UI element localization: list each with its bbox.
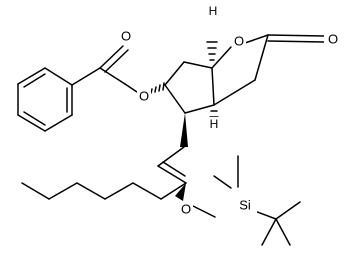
atom-labels: O O O O H H O Si [119, 4, 340, 217]
carbonyl-oxygen-benzoyl: O [119, 29, 132, 44]
lactone-ring [211, 34, 325, 106]
wedge-bond-side-chain [180, 113, 188, 147]
silicon-atom: Si [233, 196, 257, 213]
cyclopentane-ring [164, 61, 215, 114]
side-chain-alkene [157, 146, 187, 184]
ring-oxygen: O [232, 33, 246, 49]
lactone-carbonyl-oxygen: O [324, 31, 340, 47]
svg-text:O: O [121, 29, 131, 44]
silyl-ether-oxygen: O [179, 201, 193, 217]
svg-text:O: O [181, 202, 191, 217]
hydrogen-bottom: H [207, 117, 221, 132]
svg-text:Si: Si [239, 198, 251, 213]
svg-text:H: H [210, 117, 219, 131]
hydrogen-top: H [206, 4, 220, 19]
hashed-bond-h-top [206, 41, 218, 61]
svg-text:O: O [234, 34, 244, 49]
svg-text:O: O [139, 89, 149, 104]
benzene-ring [17, 67, 73, 132]
svg-text:O: O [328, 32, 338, 47]
wedge-bond-silyl [175, 183, 186, 201]
svg-text:H: H [209, 4, 218, 18]
ester-oxygen: O [137, 89, 151, 104]
hashed-bond-ester [150, 82, 165, 94]
pentyl-chain [21, 182, 187, 200]
benzoyl-ester-bonds [71, 45, 138, 93]
